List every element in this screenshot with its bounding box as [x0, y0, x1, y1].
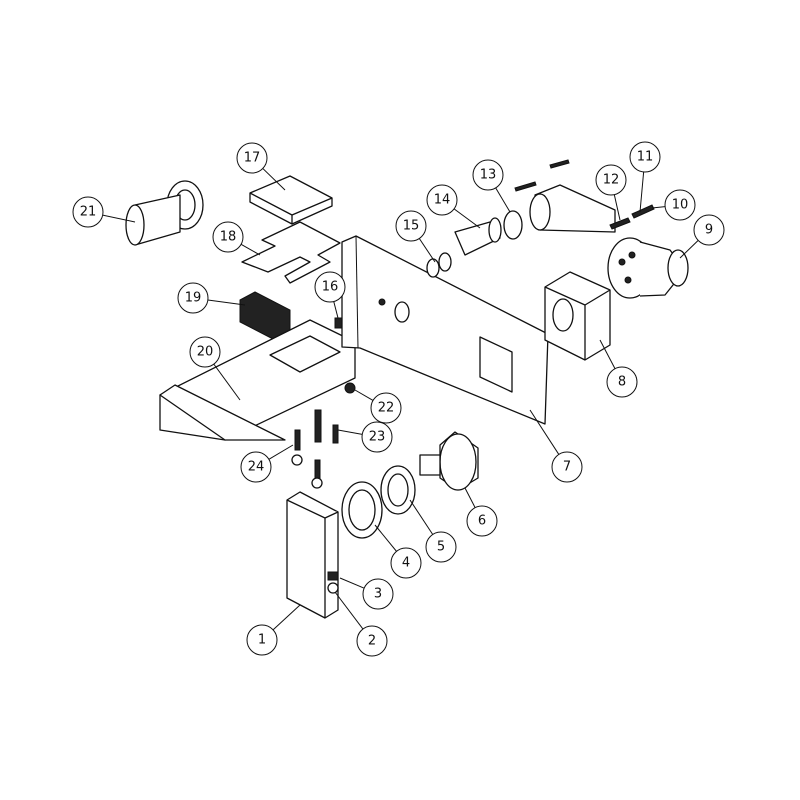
leader-line-9 [679, 240, 699, 259]
callout-label: 10 [672, 198, 689, 213]
part-5-ring [380, 465, 416, 515]
callout-label: 21 [80, 205, 97, 220]
callout-15: 15 [395, 210, 427, 242]
part-pipe-connector [514, 159, 616, 233]
callout-label: 6 [478, 514, 486, 529]
callout-label: 2 [368, 634, 376, 649]
callout-2: 2 [356, 625, 388, 657]
callout-3: 3 [362, 578, 394, 610]
part-19-aerator [239, 291, 291, 341]
part-17-top-plate [249, 175, 333, 225]
callout-label: 20 [197, 345, 214, 360]
leader-line-7 [529, 409, 560, 455]
leader-line-5 [409, 499, 434, 535]
leader-line-13 [495, 187, 511, 213]
part-10-11-12-pins [609, 204, 655, 230]
leader-line-12 [613, 194, 621, 221]
callout-label: 17 [244, 151, 261, 166]
callout-22: 22 [370, 392, 402, 424]
part-9-mixer-body [607, 237, 689, 299]
callout-21: 21 [72, 196, 104, 228]
callout-label: 9 [705, 223, 713, 238]
callout-label: 24 [248, 460, 265, 475]
callout-label: 22 [378, 401, 395, 416]
leader-line-14 [453, 208, 481, 229]
callout-label: 14 [434, 193, 451, 208]
part-6-cartridge-body [419, 431, 479, 491]
callout-label: 15 [403, 219, 420, 234]
part-13-o-ring [503, 210, 523, 240]
callout-label: 16 [322, 280, 339, 295]
leader-line-24 [268, 444, 294, 460]
part-22-24-fasteners [291, 382, 356, 489]
callout-label: 13 [480, 168, 497, 183]
callout-18: 18 [212, 221, 244, 253]
leader-line-4 [374, 524, 397, 552]
part-21-spout [125, 180, 204, 246]
callout-label: 19 [185, 291, 202, 306]
leader-line-21 [102, 214, 136, 223]
callout-label: 3 [374, 587, 382, 602]
callout-13: 13 [472, 159, 504, 191]
part-7-cover-plate [341, 235, 549, 425]
leader-line-3 [339, 577, 365, 589]
leader-line-8 [599, 339, 616, 369]
leader-line-23 [337, 429, 363, 435]
callout-label: 1 [258, 633, 266, 648]
part-14-cartridge [454, 217, 502, 256]
callout-9: 9 [693, 214, 725, 246]
callout-17: 17 [236, 142, 268, 174]
callout-16: 16 [314, 271, 346, 303]
callout-4: 4 [390, 547, 422, 579]
part-20-spout-body [159, 319, 356, 441]
leader-line-1 [272, 604, 301, 631]
leader-line-16 [333, 301, 339, 319]
part-4-escutcheon [341, 481, 383, 539]
callout-label: 11 [637, 150, 654, 165]
callout-24: 24 [240, 451, 272, 483]
leader-line-15 [418, 238, 436, 263]
leader-line-20 [213, 363, 241, 401]
leader-line-10 [651, 206, 666, 209]
callout-label: 8 [618, 375, 626, 390]
callout-label: 12 [603, 173, 620, 188]
part-1-handle [286, 491, 339, 619]
callout-23: 23 [361, 421, 393, 453]
callout-1: 1 [246, 624, 278, 656]
leader-line-19 [207, 299, 246, 306]
callout-8: 8 [606, 366, 638, 398]
callout-12: 12 [595, 164, 627, 196]
leader-line-6 [464, 487, 476, 508]
leader-line-22 [354, 389, 374, 401]
callout-label: 23 [369, 430, 386, 445]
callout-label: 5 [437, 540, 445, 555]
part-18-bracket [241, 221, 341, 284]
leader-lines [102, 168, 699, 631]
part-8-square-cover [544, 271, 611, 361]
callout-10: 10 [664, 189, 696, 221]
leader-line-17 [262, 168, 286, 191]
part-3-cap [327, 571, 339, 581]
callout-label: 4 [402, 556, 410, 571]
part-15-washers [426, 252, 452, 278]
leader-line-11 [639, 171, 645, 213]
callout-5: 5 [425, 531, 457, 563]
callout-7: 7 [551, 451, 583, 483]
part-2-screw [327, 582, 339, 594]
callout-20: 20 [189, 336, 221, 368]
callout-label: 18 [220, 230, 237, 245]
callout-6: 6 [466, 505, 498, 537]
leader-line-2 [334, 591, 364, 630]
leader-line-18 [240, 243, 261, 256]
callout-19: 19 [177, 282, 209, 314]
callout-11: 11 [629, 141, 661, 173]
callout-14: 14 [426, 184, 458, 216]
callout-label: 7 [563, 460, 571, 475]
